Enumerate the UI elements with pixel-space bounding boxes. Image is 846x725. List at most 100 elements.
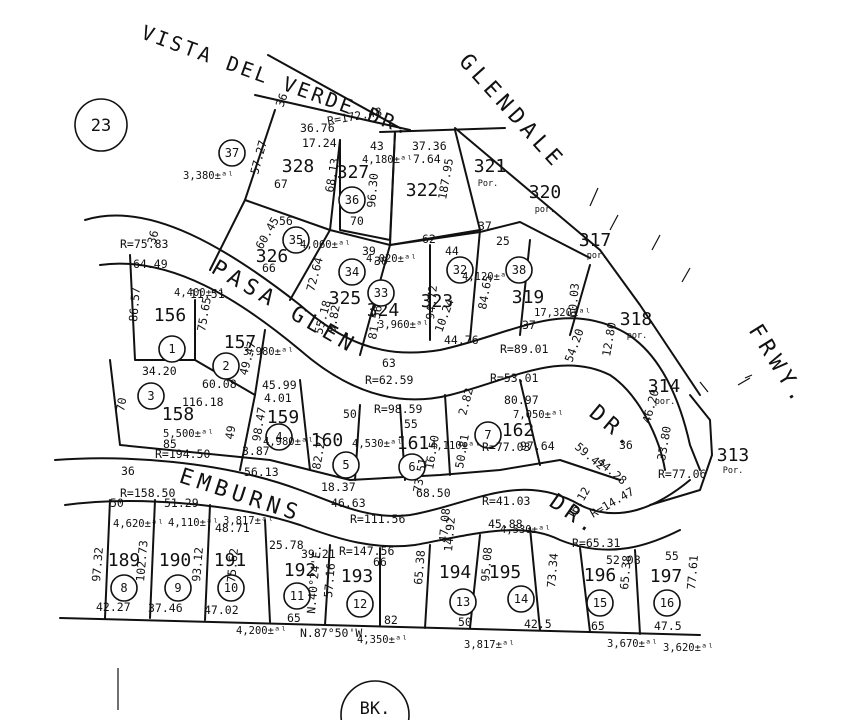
dimension-label: 66 — [373, 555, 387, 569]
dimension-label: 116.18 — [182, 395, 224, 409]
parcel-area: 4,980±ᵃˡ — [263, 436, 314, 448]
dimension-label: 84.65 — [475, 274, 495, 311]
middle-block-outline — [109, 359, 621, 481]
lot-number: 36 — [345, 193, 359, 207]
middle-block-dividers — [239, 379, 541, 481]
dimension-label: 37.46 — [148, 601, 183, 615]
dimension-label: 94.72 — [423, 285, 440, 321]
dimension-label: 17.24 — [302, 136, 337, 150]
lot-circle — [265, 423, 293, 451]
lot-number: 2 — [222, 359, 229, 373]
dimension-label: 37.36 — [412, 139, 447, 153]
parcel-number: 325 — [329, 288, 362, 309]
dimension-label: R=53.01 — [490, 371, 539, 385]
parcel-area: 3,620±ᵃˡ — [663, 642, 714, 654]
dimension-label: 37 — [522, 318, 536, 332]
lot-circle — [507, 585, 535, 613]
dimension-label: 96.30 — [364, 172, 381, 208]
row-2-top — [329, 221, 591, 259]
vista-del-verde-edge — [254, 94, 411, 131]
dimension-label: N.40°24'E. — [304, 544, 324, 614]
portion-note: por. — [627, 331, 647, 341]
dimension-label: 65 — [591, 619, 605, 633]
dimension-label: 73.34 — [544, 552, 561, 588]
dimension-label: 52.08 — [606, 553, 641, 567]
parcel-area: 5,500±ᵃˡ — [163, 428, 214, 440]
emburns-north-edge — [54, 457, 691, 517]
dimension-label: R=194.50 — [155, 447, 210, 461]
parcel-area: 4,200±ᵃˡ — [236, 625, 287, 637]
dimension-label: 77.61 — [684, 554, 701, 590]
dimension-label: 42.5 — [524, 617, 552, 631]
lot-circle — [283, 582, 311, 610]
parcel-area: 4,020±ᵃˡ — [366, 253, 417, 265]
lot-number: 6 — [408, 460, 415, 474]
dimension-label: R=41.03 — [482, 494, 531, 508]
parcel-number: 192 — [284, 560, 317, 581]
dimension-label: 65.38 — [411, 549, 428, 585]
dimension-label: 56 — [279, 214, 293, 228]
parcel-number: 313 — [717, 445, 750, 466]
dimension-label: 2.82 — [455, 386, 476, 416]
parcel-number: 326 — [256, 246, 289, 267]
dimension-label: 36 — [144, 229, 161, 246]
dimension-label: 55 — [404, 417, 418, 431]
dimension-label: 33.80 — [654, 425, 674, 462]
lot-number: 4 — [275, 430, 282, 444]
parcel-number: 162 — [502, 420, 535, 441]
lot-number: 13 — [456, 595, 470, 609]
dimension-label: 102.73 — [133, 540, 151, 583]
parcel-number: 157 — [224, 332, 257, 353]
dimension-label: 36 — [121, 464, 135, 478]
dimension-label: R=98.59 — [374, 402, 423, 416]
parcel-number: 197 — [650, 566, 683, 587]
dimension-label: 34.20 — [142, 364, 177, 378]
dimension-label: 42.27 — [96, 600, 131, 614]
parcel-number: 161 — [397, 433, 430, 454]
lot-number: 12 — [353, 597, 367, 611]
parcel-number: 317 — [579, 230, 612, 251]
portion-note: por. — [587, 251, 607, 261]
parcel-number: 323 — [421, 291, 454, 312]
dimension-label: 60.08 — [202, 377, 237, 391]
pasa-glen-south-edge — [99, 262, 666, 471]
parcel-number: 190 — [159, 550, 192, 571]
dimension-label: R=111.56 — [350, 512, 405, 526]
parcel-area: 4,530±ᵃˡ — [352, 438, 403, 450]
dimension-label: R=65.31 — [572, 536, 621, 550]
parcel-area: 4,530±ᵃˡ — [500, 524, 551, 536]
parcel-area: 17,320±ᵃˡ — [534, 307, 591, 319]
emburns-south-edge — [64, 500, 681, 551]
parcel-number: 156 — [154, 305, 187, 326]
street-frwy: FRWY. — [743, 320, 813, 411]
dimension-label: 25.78 — [269, 538, 304, 552]
dimension-label: 75.65 — [194, 296, 214, 333]
dimension-label: 50 — [110, 496, 124, 510]
lot-number: 34 — [345, 265, 359, 279]
lot-circle — [346, 590, 374, 618]
parcel-number: 320 — [529, 182, 562, 203]
dimension-label: 36.76 — [300, 121, 335, 135]
dimension-label: R=89.01 — [500, 342, 549, 356]
dimension-label: 82.27 — [309, 434, 329, 471]
lot-number: 5 — [342, 458, 349, 472]
lot-circle — [338, 186, 366, 214]
lot-circle — [449, 588, 477, 616]
dimension-label: 64.49 — [133, 257, 168, 271]
parcel-number: 318 — [620, 309, 653, 330]
dimension-label: 12.80 — [599, 321, 619, 358]
parcel-322: 322 — [406, 180, 439, 201]
dimension-label: 50 — [458, 615, 472, 629]
lot-number: 9 — [174, 581, 181, 595]
dimension-label: 72.64 — [303, 256, 326, 293]
